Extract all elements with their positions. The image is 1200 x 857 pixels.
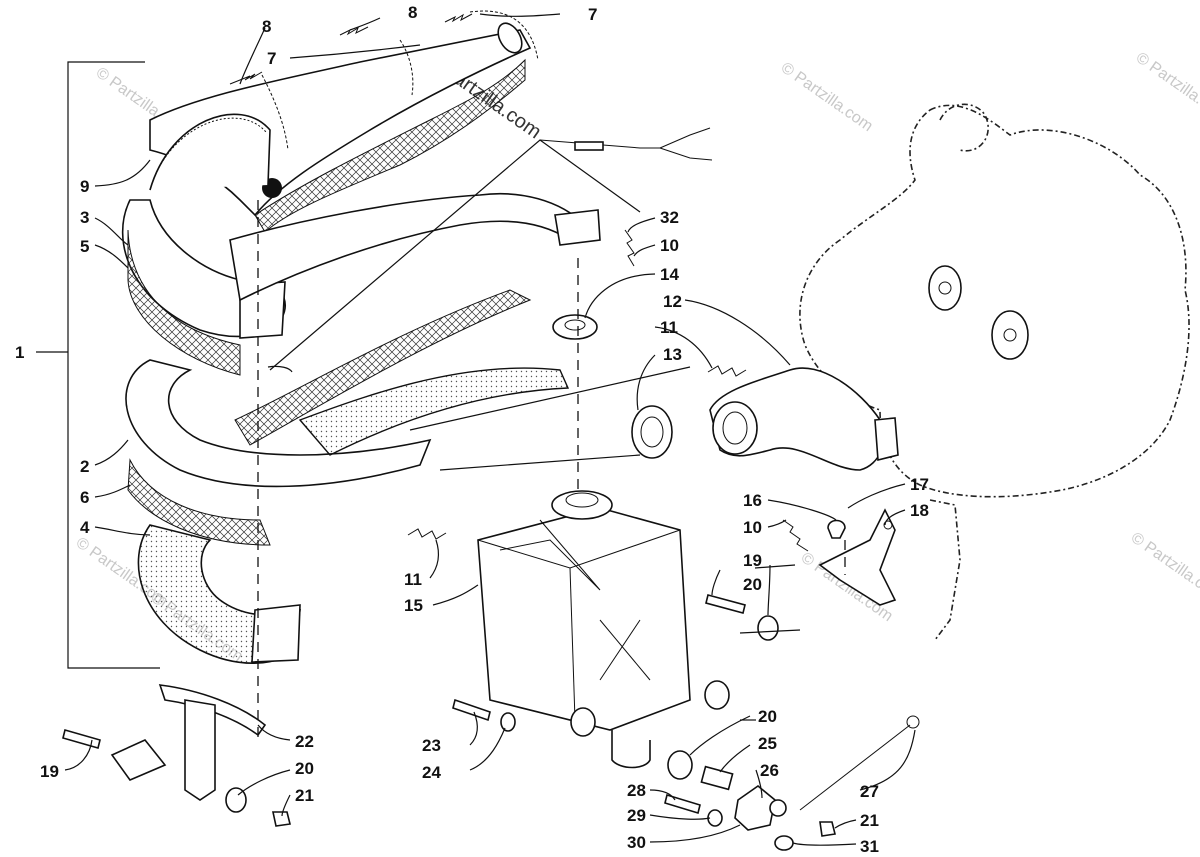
callout-28: 28 bbox=[627, 781, 646, 800]
callout-22: 22 bbox=[295, 732, 314, 751]
damper-cap bbox=[827, 519, 846, 539]
engine-top-loop bbox=[939, 103, 989, 152]
callout-18: 18 bbox=[910, 501, 929, 520]
mounting-bracket bbox=[818, 508, 897, 606]
callout-23: 23 bbox=[422, 736, 441, 755]
callout-31: 31 bbox=[860, 837, 879, 856]
callout-12: 12 bbox=[663, 292, 682, 311]
callout-11-upper: 11 bbox=[660, 318, 678, 337]
callout-7-top-left: 7 bbox=[267, 49, 276, 68]
callout-20-right: 20 bbox=[743, 575, 762, 594]
retaining-chains bbox=[261, 10, 539, 151]
callout-29: 29 bbox=[627, 806, 646, 825]
callout-27: 27 bbox=[860, 782, 879, 801]
callout-10-upper: 10 bbox=[660, 236, 679, 255]
callout-15: 15 bbox=[404, 596, 423, 615]
watermark-text: © Partzilla.com bbox=[778, 59, 876, 135]
callout-8-left: 8 bbox=[262, 17, 271, 36]
lower-mount-bracket bbox=[62, 684, 291, 827]
callout-10-lower: 10 bbox=[743, 518, 762, 537]
callout-21-left: 21 bbox=[295, 786, 314, 805]
heat-shield-lower bbox=[137, 367, 570, 664]
engine-mount-outline bbox=[929, 499, 961, 641]
callout-16: 16 bbox=[743, 491, 762, 510]
callout-2: 2 bbox=[80, 457, 89, 476]
tension-springs bbox=[149, 13, 809, 552]
callout-26: 26 bbox=[760, 761, 779, 780]
callout-9: 9 bbox=[80, 177, 89, 196]
callout-21-right: 21 bbox=[860, 811, 879, 830]
engine-boss bbox=[928, 265, 1029, 360]
exhaust-manifold bbox=[709, 367, 899, 471]
callout-25: 25 bbox=[758, 734, 777, 753]
callout-11-lower: 11 bbox=[404, 570, 422, 589]
callout-8-right: 8 bbox=[408, 3, 417, 22]
callout-24: 24 bbox=[422, 763, 441, 782]
leader-lines bbox=[64, 13, 916, 846]
hardware-fasteners bbox=[452, 594, 920, 851]
callout-20-left: 20 bbox=[295, 759, 314, 778]
callout-7-top-right: 7 bbox=[588, 5, 597, 24]
alignment-lines bbox=[257, 200, 846, 740]
callout-labels: 1 2 3 4 5 6 7 7 8 8 9 10 10 11 11 12 13 … bbox=[15, 3, 929, 856]
callout-13: 13 bbox=[663, 345, 682, 364]
engine-outline bbox=[799, 104, 1190, 498]
callout-6: 6 bbox=[80, 488, 89, 507]
grommet bbox=[552, 314, 598, 340]
callout-14: 14 bbox=[660, 265, 679, 284]
callout-4: 4 bbox=[80, 518, 90, 537]
expansion-chamber-upper bbox=[121, 199, 286, 376]
assembly-bracket bbox=[36, 61, 160, 669]
watermark-text: © Partzilla.com bbox=[1133, 49, 1200, 125]
callout-5: 5 bbox=[80, 237, 89, 256]
callout-17: 17 bbox=[910, 475, 929, 494]
callout-3: 3 bbox=[80, 208, 89, 227]
callout-32: 32 bbox=[660, 208, 679, 227]
resonator-muffler bbox=[477, 490, 691, 769]
exhaust-seal bbox=[631, 405, 673, 459]
callout-30: 30 bbox=[627, 833, 646, 852]
expansion-chamber-main bbox=[125, 192, 601, 546]
watermark-text: © Partzilla.com bbox=[1128, 529, 1200, 605]
callout-20-bottom: 20 bbox=[758, 707, 777, 726]
callout-19-right: 19 bbox=[743, 551, 762, 570]
temperature-sensor bbox=[539, 127, 713, 161]
callout-19-left: 19 bbox=[40, 762, 59, 781]
callout-1: 1 bbox=[15, 343, 24, 362]
